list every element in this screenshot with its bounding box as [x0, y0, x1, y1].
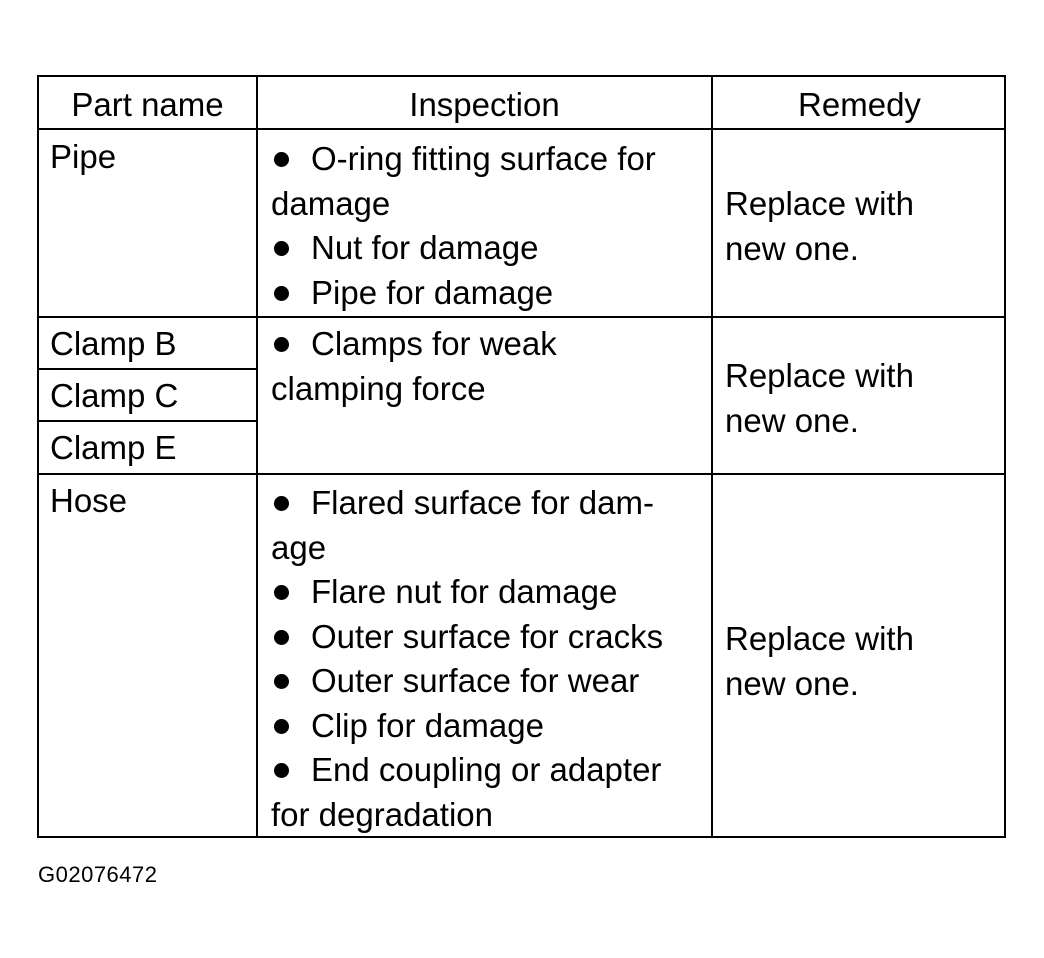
header-part-name: Part name	[71, 86, 224, 123]
row-divider	[39, 128, 1004, 130]
figure-code: G02076472	[38, 862, 158, 887]
part-name-clamp-c: Clamp C	[50, 377, 179, 414]
part-name-clamp-b: Clamp B	[50, 325, 177, 362]
row-divider	[39, 473, 1004, 475]
inspection-item: Outer surface for cracks	[271, 615, 663, 660]
bullet-icon	[274, 241, 289, 256]
row-divider	[39, 316, 1004, 318]
inspection-list-pipe: O-ring fitting surface for damage Nut fo…	[271, 137, 656, 315]
bullet-icon	[274, 674, 289, 689]
inspection-item: End coupling or adapter	[271, 748, 663, 793]
clamp-divider	[39, 420, 256, 422]
inspection-list-hose: Flared surface for dam- age Flare nut fo…	[271, 481, 663, 837]
part-name-clamp-e: Clamp E	[50, 429, 177, 466]
inspection-item: clamping force	[271, 369, 486, 407]
inspection-item: Clamps for weak	[271, 322, 557, 367]
inspection-item: age	[271, 528, 327, 566]
column-divider	[711, 77, 713, 836]
bullet-icon	[274, 337, 289, 352]
clamp-divider	[39, 368, 256, 370]
inspection-item: Pipe for damage	[271, 271, 656, 316]
inspection-item: O-ring fitting surface for	[271, 137, 656, 182]
header-inspection: Inspection	[409, 86, 560, 123]
inspection-item: Clip for damage	[271, 704, 663, 749]
part-name-hose: Hose	[50, 482, 128, 519]
remedy-pipe: Replace with new one.	[725, 185, 914, 267]
inspection-table: Part name Inspection Remedy Pipe O-ring …	[37, 75, 1006, 838]
inspection-item: Flared surface for dam-	[271, 481, 663, 526]
bullet-icon	[274, 585, 289, 600]
inspection-item: Nut for damage	[271, 226, 656, 271]
bullet-icon	[274, 496, 289, 511]
bullet-icon	[274, 718, 289, 734]
bullet-icon	[274, 285, 289, 301]
header-remedy: Remedy	[798, 86, 921, 123]
remedy-hose: Replace with new one.	[725, 620, 914, 702]
column-divider	[256, 77, 258, 836]
remedy-clamps: Replace with new one.	[725, 357, 914, 439]
bullet-icon	[274, 763, 289, 778]
inspection-item: Flare nut for damage	[271, 570, 663, 615]
part-name-pipe: Pipe	[50, 138, 117, 175]
inspection-item: Outer surface for wear	[271, 659, 663, 704]
inspection-list-clamps: Clamps for weak clamping force	[271, 322, 557, 411]
bullet-icon	[274, 152, 289, 167]
inspection-item: damage	[271, 184, 391, 222]
inspection-item: for degradation	[271, 795, 493, 833]
bullet-icon	[274, 629, 289, 645]
